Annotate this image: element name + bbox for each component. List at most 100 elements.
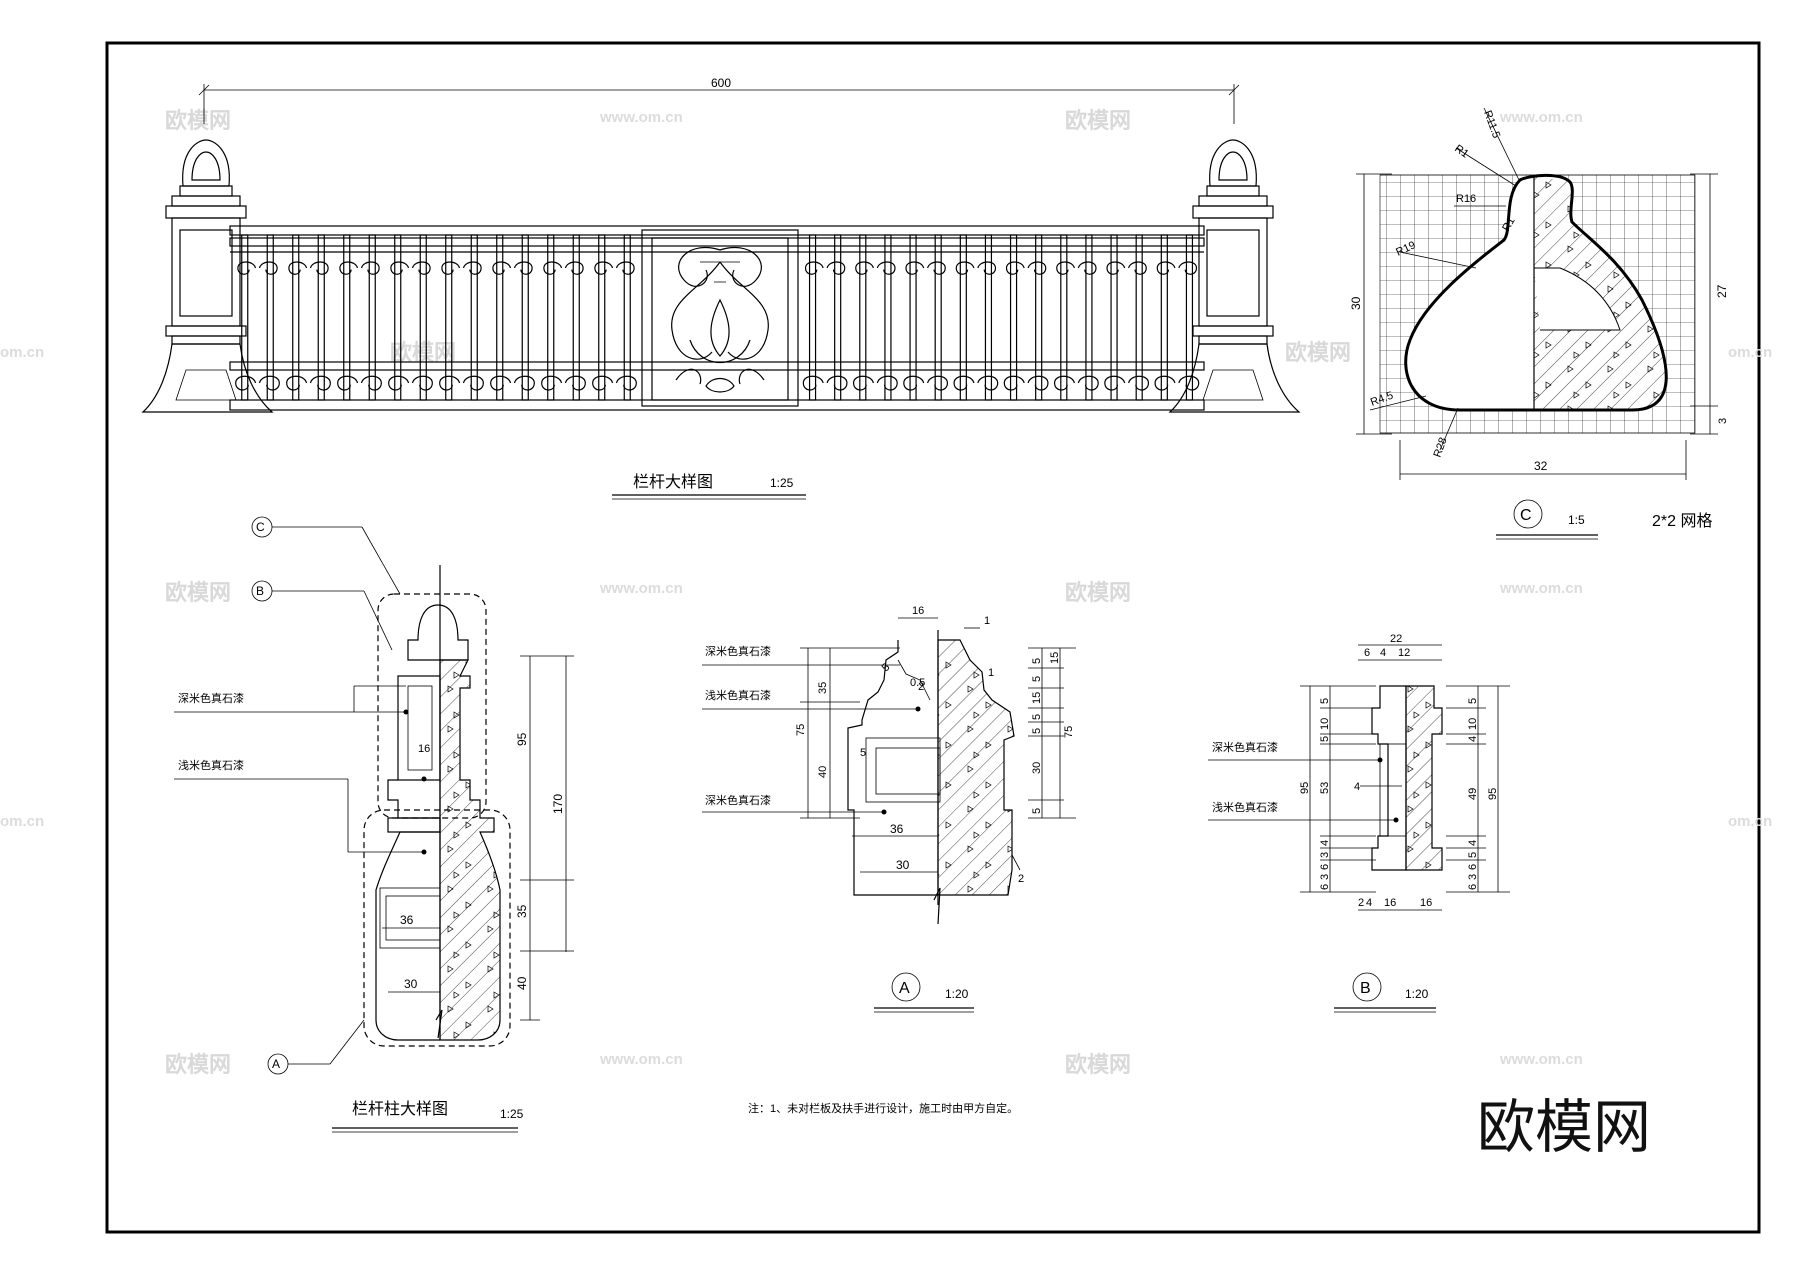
- railing-scale: 1:25: [770, 476, 794, 490]
- watermark-brand: 欧模网: [165, 108, 231, 133]
- watermark-brand: 欧模网: [1285, 340, 1351, 365]
- railing-bar: [521, 234, 529, 401]
- scroll-ornament: [288, 261, 329, 275]
- detail-b-dim-four: 4: [1354, 781, 1360, 793]
- detail-a-rdim-5a: 5: [1031, 658, 1043, 664]
- railing-elevation: 600: [141, 76, 1301, 500]
- railing-scrolls: [235, 261, 1200, 391]
- detail-c-label: C: [1520, 507, 1532, 524]
- detail-a-dim-16: 16: [912, 605, 924, 617]
- post-material-light: 浅米色真石漆: [178, 758, 244, 772]
- railing-title: 栏杆大样图: [633, 473, 713, 491]
- detail-b-rdim-4: 4: [1467, 736, 1479, 742]
- railing-bar: [1009, 234, 1018, 401]
- detail-a-dim-1: 1: [984, 615, 990, 627]
- callout-b: B: [256, 584, 264, 598]
- detail-b-ldim-6: 6: [1319, 864, 1331, 870]
- detail-c-grid-note: 2*2 网格: [1652, 512, 1712, 530]
- detail-b-ldim-3b: 3: [1319, 874, 1331, 880]
- scroll-ornament: [955, 261, 997, 275]
- railing-bar: [445, 234, 453, 401]
- detail-b-ldim-10: 10: [1319, 718, 1331, 730]
- railing-bar: [547, 234, 555, 401]
- post-detail: C B A 深米色真石漆 浅米色真石漆 95 170 35 40 16: [174, 516, 574, 1133]
- watermark-brand: 欧模网: [165, 1052, 231, 1077]
- scroll-ornament: [1005, 261, 1047, 275]
- railing-bar: [266, 234, 274, 401]
- railing-bar: [368, 234, 376, 401]
- detail-b-ldim-5a: 5: [1319, 698, 1331, 704]
- watermark-site: om.cn: [1728, 813, 1772, 830]
- railing-bar: [1085, 234, 1093, 401]
- detail-a-dim-30: 30: [896, 858, 910, 872]
- scroll-ornament: [1106, 261, 1147, 275]
- watermark-site: www.om.cn: [599, 1051, 683, 1068]
- watermark-brand: 欧模网: [1065, 108, 1131, 133]
- detail-b-dim-12: 12: [1398, 647, 1410, 659]
- scroll-ornament: [286, 375, 331, 391]
- scroll-ornament: [235, 375, 280, 391]
- detail-a-rdim-5e: 5: [1031, 808, 1043, 814]
- detail-a-rdim-15b: 15: [1031, 692, 1043, 704]
- scroll-ornament: [1056, 261, 1097, 275]
- detail-a-dim-35: 35: [817, 682, 829, 694]
- detail-a-rdim-15: 15: [1049, 652, 1061, 664]
- railing-bar: [834, 234, 842, 401]
- detail-a-material-dark-2: 深米色真石漆: [705, 793, 771, 807]
- scroll-ornament: [441, 261, 482, 275]
- watermark-site: www.om.cn: [1499, 1051, 1583, 1068]
- detail-b-ldim-53: 53: [1319, 782, 1331, 794]
- railing-bar: [572, 234, 580, 401]
- detail-b-ldim-3: 3: [1319, 852, 1331, 858]
- scroll-ornament: [1003, 375, 1049, 391]
- detail-c: R11.5 R1 R16 R1 R19 R4.5 R28 30 27 3 32 …: [1349, 107, 1729, 540]
- callout-c: C: [256, 520, 265, 534]
- detail-b-rdim-5a: 5: [1467, 698, 1479, 704]
- detail-b-dim-6: 6: [1364, 647, 1370, 659]
- railing-bar: [394, 234, 402, 401]
- detail-a-material-light: 浅米色真石漆: [705, 688, 771, 702]
- railing-bar: [598, 234, 606, 401]
- watermark-site: om.cn: [0, 813, 44, 830]
- railing-bar: [496, 234, 504, 401]
- detail-a-rdim-5b: 5: [1031, 676, 1043, 682]
- post-material-dark: 深米色真石漆: [178, 691, 244, 705]
- detail-b-ldim-4: 4: [1319, 840, 1331, 846]
- post-dim-16: 16: [418, 743, 430, 755]
- detail-b-bdim-16b: 16: [1420, 897, 1432, 909]
- scroll-ornament: [592, 375, 637, 391]
- scroll-ornament: [802, 375, 848, 391]
- detail-b-bdim-4: 4: [1366, 897, 1372, 909]
- detail-c-r1a: R1: [1452, 143, 1470, 161]
- railing-bars: [241, 234, 1194, 401]
- watermark-site: www.om.cn: [599, 580, 683, 597]
- scroll-ornament: [1053, 375, 1099, 391]
- detail-b-ldim-95: 95: [1299, 782, 1311, 794]
- railing-bar: [470, 234, 478, 401]
- detail-a-material-dark-1: 深米色真石漆: [705, 644, 771, 658]
- general-note: 注：1、未对栏板及扶手进行设计，施工时由甲方自定。: [748, 1101, 1018, 1115]
- detail-a-dim-2: 2: [1018, 873, 1024, 885]
- scroll-ornament: [388, 375, 433, 391]
- scroll-ornament: [1154, 375, 1200, 391]
- watermark-brand: 欧模网: [1065, 1052, 1131, 1077]
- railing-bar: [1110, 234, 1118, 401]
- railing-dim-600: 600: [711, 76, 731, 90]
- watermark-brand: 欧模网: [165, 580, 231, 605]
- detail-a-label: A: [899, 980, 910, 997]
- detail-b-ldim-5b: 5: [1319, 736, 1331, 742]
- post-scale: 1:25: [500, 1107, 524, 1121]
- detail-a-scale: 1:20: [945, 987, 969, 1001]
- railing-bar: [884, 234, 892, 401]
- railing-bar: [808, 234, 817, 401]
- detail-b-rdim-10: 10: [1467, 718, 1479, 730]
- detail-a-dim-40: 40: [817, 766, 829, 778]
- scroll-ornament: [1104, 375, 1150, 391]
- scroll-ornament: [1156, 261, 1198, 275]
- railing-bar: [1060, 234, 1068, 401]
- scroll-ornament: [543, 261, 584, 275]
- detail-b-bdim-2: 2: [1358, 897, 1364, 909]
- detail-c-r16: R16: [1456, 193, 1476, 205]
- railing-bar: [984, 234, 993, 401]
- detail-c-r28: R28: [1432, 436, 1450, 459]
